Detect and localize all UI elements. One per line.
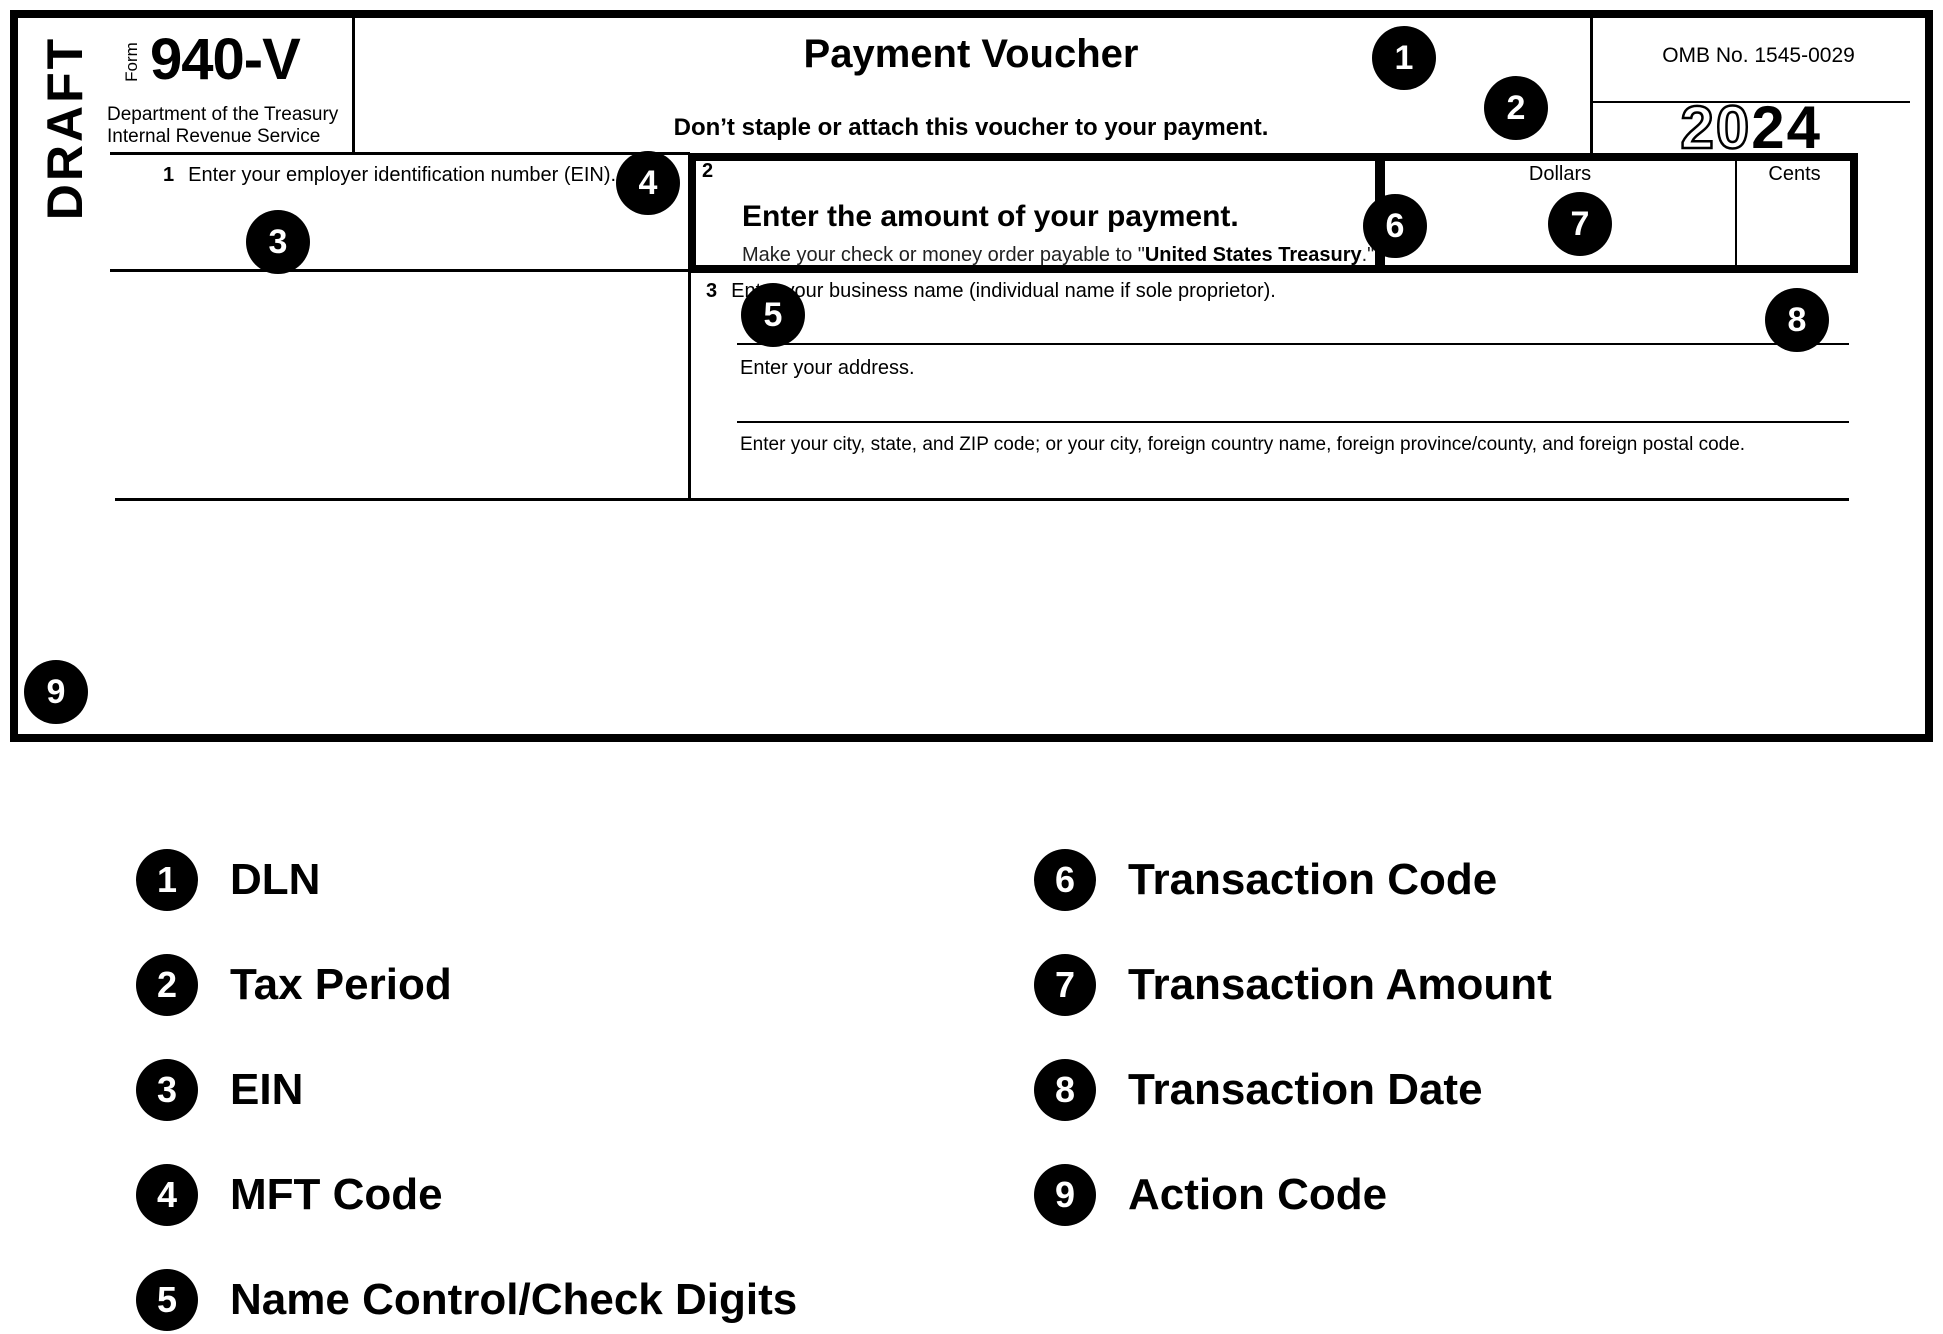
form-word: Form <box>122 42 141 82</box>
omb-underline <box>1590 101 1910 103</box>
section-divider <box>688 269 691 500</box>
section-bottom-rule <box>115 498 1849 501</box>
legend-badge-7: 7 <box>1034 954 1096 1016</box>
callout-6-transaction-code: 6 <box>1363 194 1427 258</box>
amount-payable-line: Make your check or money order payable t… <box>742 244 1374 267</box>
callout-7-transaction-amount: 7 <box>1548 192 1612 256</box>
callout-3-ein: 3 <box>246 210 310 274</box>
cents-column-label: Cents <box>1768 163 1821 185</box>
legend-badge-3: 3 <box>136 1059 198 1121</box>
cents-entry-area[interactable] <box>1737 161 1850 265</box>
legend-label-transaction-code: Transaction Code <box>1128 855 1498 904</box>
business-name-line[interactable] <box>737 343 1849 345</box>
header-divider-left <box>352 14 355 155</box>
legend-item-transaction-date: 8 Transaction Date <box>1034 1059 1552 1121</box>
tax-year: 2024 <box>1590 96 1822 159</box>
legend-badge-8: 8 <box>1034 1059 1096 1121</box>
omb-number: OMB No. 1545-0029 <box>1662 44 1855 67</box>
agency-line-2: Internal Revenue Service <box>107 126 321 147</box>
callout-2-tax-period: 2 <box>1484 76 1548 140</box>
tax-year-outline: 20 <box>1679 94 1752 161</box>
legend-badge-9: 9 <box>1034 1164 1096 1226</box>
legend-badge-5: 5 <box>136 1269 198 1331</box>
draft-watermark: DRAFT <box>37 35 93 221</box>
legend-label-transaction-amount: Transaction Amount <box>1128 960 1552 1009</box>
field-amount-number: 2 <box>702 160 714 182</box>
form-subtitle: Don’t staple or attach this voucher to y… <box>673 114 1269 141</box>
field-business-number: 3 <box>706 280 718 302</box>
legend-item-tax-period: 2 Tax Period <box>136 954 797 1016</box>
address-line[interactable] <box>737 421 1849 423</box>
legend-item-transaction-amount: 7 Transaction Amount <box>1034 954 1552 1016</box>
callout-9-action-code: 9 <box>24 660 88 724</box>
amount-box <box>688 153 1858 273</box>
callout-1-dln: 1 <box>1372 26 1436 90</box>
legend-label-tax-period: Tax Period <box>230 960 452 1009</box>
legend-item-name-control: 5 Name Control/Check Digits <box>136 1269 797 1331</box>
legend-item-dln: 1 DLN <box>136 849 797 911</box>
legend-badge-1: 1 <box>136 849 198 911</box>
legend-item-transaction-code: 6 Transaction Code <box>1034 849 1552 911</box>
legend-item-action-code: 9 Action Code <box>1034 1164 1552 1226</box>
ein-bottom-rule <box>110 269 691 272</box>
payable-prefix: Make your check or money order payable t… <box>742 244 1145 266</box>
legend-right-column: 6 Transaction Code 7 Transaction Amount … <box>1034 849 1552 1269</box>
dollars-cents-divider <box>1735 161 1737 265</box>
amount-heading: Enter the amount of your payment. <box>742 200 1239 233</box>
header-divider-right <box>1590 14 1593 155</box>
callout-5-name-control: 5 <box>741 283 805 347</box>
form-title: Payment Voucher <box>803 32 1139 76</box>
legend-label-action-code: Action Code <box>1128 1170 1388 1219</box>
callout-4-mft-code: 4 <box>616 151 680 215</box>
legend-label-transaction-date: Transaction Date <box>1128 1065 1483 1114</box>
city-label: Enter your city, state, and ZIP code; or… <box>740 434 1746 455</box>
field-business: 3 Enter your business name (individual na… <box>706 280 1276 303</box>
legend-label-ein: EIN <box>230 1065 304 1114</box>
header-bottom-rule <box>110 152 690 155</box>
legend-badge-6: 6 <box>1034 849 1096 911</box>
field-ein: 1 Enter your employer identification numb… <box>163 164 616 187</box>
legend-left-column: 1 DLN 2 Tax Period 3 EIN 4 MFT Code 5 Na… <box>136 849 797 1334</box>
dollars-column-label: Dollars <box>1528 163 1592 185</box>
payable-suffix: ." <box>1361 244 1375 266</box>
address-label: Enter your address. <box>740 357 915 379</box>
callout-8-transaction-date: 8 <box>1765 288 1829 352</box>
legend-badge-4: 4 <box>136 1164 198 1226</box>
field-ein-label: Enter your employer identification numbe… <box>188 164 617 186</box>
field-ein-number: 1 <box>163 164 175 186</box>
legend-label-dln: DLN <box>230 855 321 904</box>
legend-label-name-control: Name Control/Check Digits <box>230 1275 798 1324</box>
legend-item-ein: 3 EIN <box>136 1059 797 1121</box>
form-number: 940-V <box>150 27 301 92</box>
field-business-label: Enter your business name (individual nam… <box>731 280 1276 302</box>
agency-line-1: Department of the Treasury <box>107 104 339 125</box>
legend-label-mft-code: MFT Code <box>230 1170 443 1219</box>
tax-year-solid: 24 <box>1751 94 1822 161</box>
voucher-box <box>10 10 1933 742</box>
legend-item-mft-code: 4 MFT Code <box>136 1164 797 1226</box>
legend-badge-2: 2 <box>136 954 198 1016</box>
payable-payee: United States Treasury <box>1144 244 1362 266</box>
agency-block: Department of the Treasury Internal Reve… <box>107 104 338 148</box>
